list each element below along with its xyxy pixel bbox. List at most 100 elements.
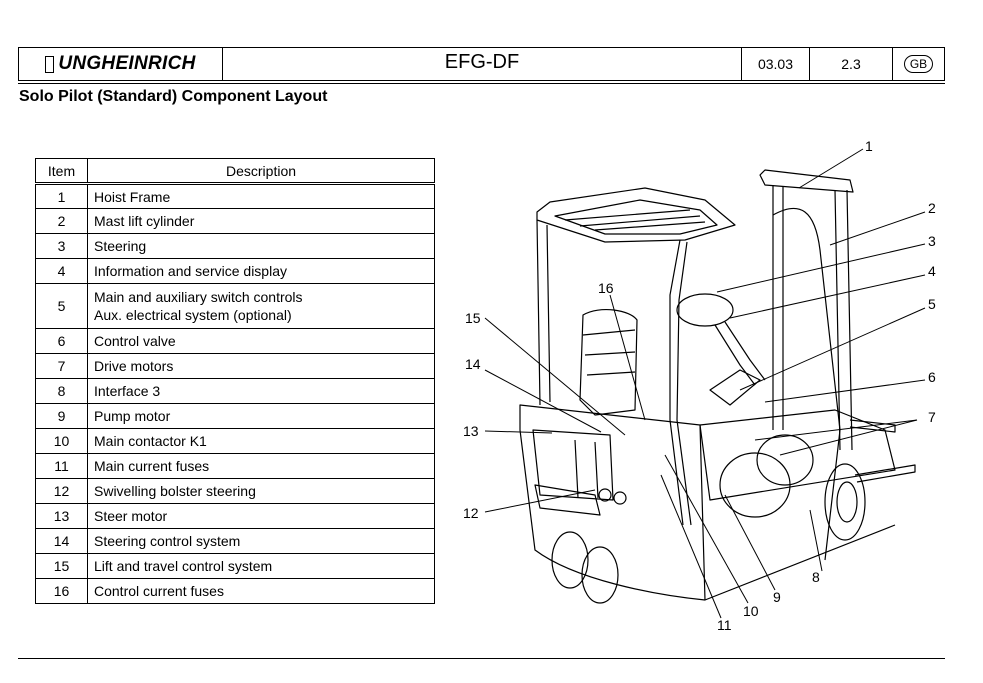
- header-rule: [18, 83, 945, 84]
- item-description: Lift and travel control system: [87, 553, 435, 579]
- item-description: Pump motor: [87, 403, 435, 429]
- table-row: 10 Main contactor K1: [35, 428, 435, 454]
- item-description: Steering: [87, 233, 435, 259]
- table-row: 2 Mast lift cylinder: [35, 208, 435, 234]
- callout-13: 13: [463, 423, 479, 439]
- component-table: Item Description 1 Hoist Frame 2 Mast lift …: [35, 158, 435, 604]
- model-name: EFG-DF: [223, 48, 742, 80]
- callout-14: 14: [465, 356, 481, 372]
- description-line: Swivelling bolster steering: [94, 483, 256, 499]
- item-number: 11: [35, 453, 88, 479]
- item-number: 1: [35, 183, 88, 209]
- brand-name: UNGHEINRICH: [58, 53, 196, 74]
- description-line: Control valve: [94, 333, 176, 349]
- description-line: Main contactor K1: [94, 433, 207, 449]
- callout-12: 12: [463, 505, 479, 521]
- callout-5: 5: [928, 296, 936, 312]
- item-number: 10: [35, 428, 88, 454]
- callout-labels: 1 2 3 4 5 6 7 8 9 10 11 12 13 14 15 16: [463, 138, 936, 633]
- callout-9: 9: [773, 589, 781, 605]
- callout-6: 6: [928, 369, 936, 385]
- description-line: Main and auxiliary switch controls: [94, 289, 303, 305]
- item-number: 12: [35, 478, 88, 504]
- callout-7: 7: [928, 409, 936, 425]
- footer-rule: [18, 658, 945, 659]
- item-number: 15: [35, 553, 88, 579]
- description-line: Aux. electrical system (optional): [94, 307, 292, 323]
- item-description: Control valve: [87, 328, 435, 354]
- item-description: Swivelling bolster steering: [87, 478, 435, 504]
- table-row: 16 Control current fuses: [35, 578, 435, 604]
- item-description: Hoist Frame: [87, 183, 435, 209]
- callout-3: 3: [928, 233, 936, 249]
- item-number: 14: [35, 528, 88, 554]
- item-number: 7: [35, 353, 88, 379]
- item-number: 6: [35, 328, 88, 354]
- description-line: Steering: [94, 238, 147, 254]
- table-row: 13 Steer motor: [35, 503, 435, 529]
- description-line: Interface 3: [94, 383, 161, 399]
- document-date: 03.03: [742, 48, 810, 80]
- item-number: 13: [35, 503, 88, 529]
- item-number: 8: [35, 378, 88, 404]
- brand-logo: UNGHEINRICH: [19, 48, 223, 80]
- item-description: Steering control system: [87, 528, 435, 554]
- item-description: Steer motor: [87, 503, 435, 529]
- item-number: 4: [35, 258, 88, 284]
- item-description: Interface 3: [87, 378, 435, 404]
- forklift-drawing: [519, 169, 916, 604]
- description-line: Steering control system: [94, 533, 241, 549]
- language-badge: GB: [893, 48, 944, 80]
- item-description: Information and service display: [87, 258, 435, 284]
- column-header-description: Description: [87, 158, 435, 185]
- callout-11: 11: [717, 617, 732, 633]
- table-row: 12 Swivelling bolster steering: [35, 478, 435, 504]
- table-row: 1 Hoist Frame: [35, 183, 435, 209]
- section-number: 2.3: [810, 48, 893, 80]
- column-header-item: Item: [35, 158, 88, 185]
- callout-16: 16: [598, 280, 614, 296]
- item-number: 2: [35, 208, 88, 234]
- table-row: 15 Lift and travel control system: [35, 553, 435, 579]
- item-description: Main contactor K1: [87, 428, 435, 454]
- description-line: Mast lift cylinder: [94, 213, 195, 229]
- item-number: 3: [35, 233, 88, 259]
- table-row: 3 Steering: [35, 233, 435, 259]
- item-description: Drive motors: [87, 353, 435, 379]
- callout-4: 4: [928, 263, 936, 279]
- table-row: 9 Pump motor: [35, 403, 435, 429]
- description-line: Control current fuses: [94, 583, 224, 599]
- table-row: 4 Information and service display: [35, 258, 435, 284]
- callout-leaders: [484, 148, 926, 619]
- description-line: Lift and travel control system: [94, 558, 273, 574]
- page-title: Solo Pilot (Standard) Component Layout: [19, 88, 328, 105]
- callout-10: 10: [743, 603, 759, 619]
- forklift-diagram: 1 2 3 4 5 6 7 8 9 10 11 12 13 14 15 16: [463, 138, 936, 633]
- item-description: Main current fuses: [87, 453, 435, 479]
- callout-1: 1: [865, 138, 873, 154]
- item-number: 16: [35, 578, 88, 604]
- description-line: Pump motor: [94, 408, 171, 424]
- callout-2: 2: [928, 200, 936, 216]
- item-number: 5: [35, 283, 88, 329]
- table-row: 6 Control valve: [35, 328, 435, 354]
- description-line: Main current fuses: [94, 458, 210, 474]
- item-description: Control current fuses: [87, 578, 435, 604]
- callout-8: 8: [812, 569, 820, 585]
- item-number: 9: [35, 403, 88, 429]
- callout-15: 15: [465, 310, 481, 326]
- item-description: Mast lift cylinder: [87, 208, 435, 234]
- table-row: 8 Interface 3: [35, 378, 435, 404]
- description-line: Steer motor: [94, 508, 168, 524]
- table-row: 11 Main current fuses: [35, 453, 435, 479]
- table-row: 14 Steering control system: [35, 528, 435, 554]
- table-header-row: Item Description: [35, 158, 435, 185]
- language-code: GB: [903, 55, 934, 73]
- document-header: UNGHEINRICH EFG-DF 03.03 2.3 GB: [18, 47, 945, 81]
- description-line: Hoist Frame: [94, 188, 171, 205]
- description-line: Information and service display: [94, 263, 287, 279]
- logo-mark-icon: [45, 55, 55, 73]
- description-line: Drive motors: [94, 358, 174, 374]
